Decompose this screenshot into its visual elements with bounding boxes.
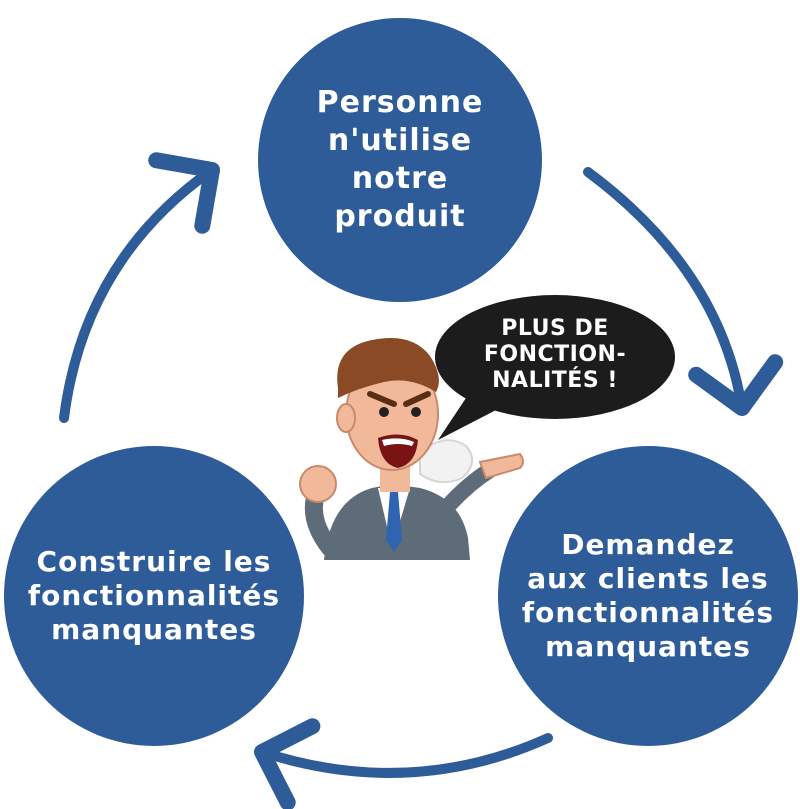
node-top: Personne n'utilise notre produit [258, 18, 542, 302]
speech-bubble-text: PLUS DE FONCTION- NALITÉS ! [483, 316, 627, 393]
speech-bubble-icon [435, 295, 675, 440]
arrow-left-to-top [59, 152, 220, 423]
node-top-label: Personne n'utilise notre produit [316, 85, 484, 234]
node-left: Construire les fonctionnalités manquante… [4, 446, 304, 746]
arrow-top-to-right [583, 167, 784, 416]
node-top-circle [258, 18, 542, 302]
node-right-circle [498, 446, 798, 746]
node-right: Demandez aux clients les fonctionnalités… [498, 446, 798, 746]
angry-man-icon [299, 338, 524, 560]
node-left-label: Construire les fonctionnalités manquante… [27, 545, 281, 646]
node-right-label: Demandez aux clients les fonctionnalités… [521, 528, 775, 663]
arrow-right-to-left [254, 718, 553, 809]
node-left-circle [4, 446, 304, 746]
